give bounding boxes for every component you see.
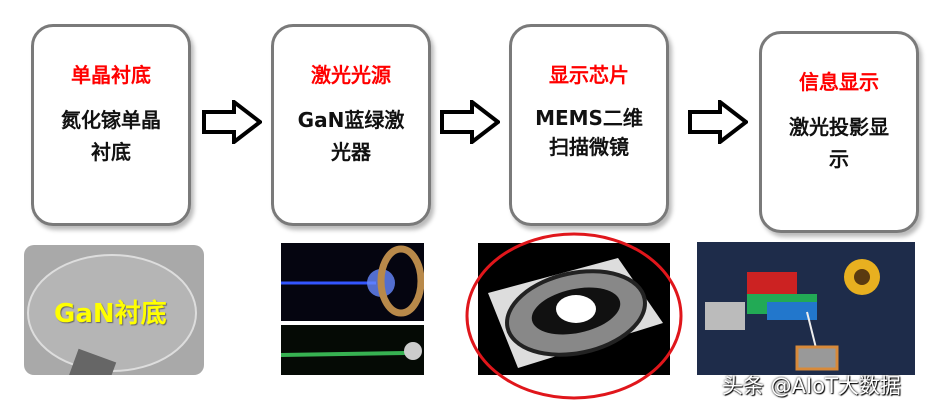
laser-graphic [281,243,424,375]
step-box-chip: 显示芯片 MEMS二维扫描微镜 [509,24,669,226]
step-desc: 激光投影显示 [789,115,889,171]
step-desc: MEMS二维扫描微镜 [535,106,643,159]
substrate-label: GaN衬底 [54,299,167,329]
arrow-right-icon [202,100,262,144]
projection-graphic [705,259,880,371]
wafer-graphic [27,254,197,375]
step-title: 激光光源 [311,63,391,87]
laser-image [281,243,424,375]
step-desc: GaN蓝绿激光器 [297,108,405,164]
arrow-right-icon [688,100,748,144]
step-box-substrate: 单晶衬底 氮化镓单晶衬底 [31,24,191,226]
step-title: 显示芯片 [549,63,629,87]
laser-projection-image [697,242,915,375]
watermark: 头条 @AIoT大数据 [722,374,901,398]
mems-graphic [488,258,663,368]
step-box-display: 信息显示 激光投影显示 [759,31,919,233]
step-desc: 氮化镓单晶衬底 [61,108,161,164]
mems-mirror-image [478,243,670,375]
step-box-laser: 激光光源 GaN蓝绿激光器 [271,24,431,226]
gan-wafer-image: GaN衬底 [24,245,204,375]
arrow-right-icon [440,100,500,144]
highlight-circle [465,232,683,400]
step-title: 信息显示 [799,70,879,94]
step-title: 单晶衬底 [71,63,151,87]
